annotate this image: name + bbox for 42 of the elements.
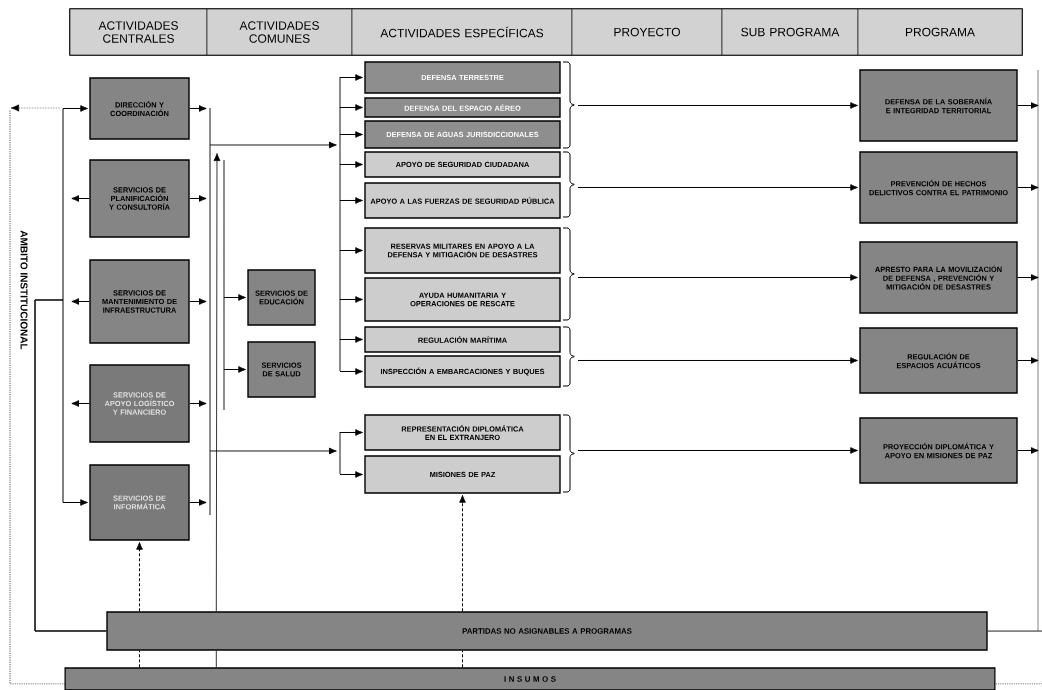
arrow bbox=[189, 298, 207, 305]
arrow bbox=[339, 471, 363, 478]
arrow bbox=[339, 161, 363, 168]
arrow bbox=[223, 366, 246, 373]
header-cell: ACTIVIDADES COMUNES bbox=[206, 8, 353, 56]
arrow bbox=[34, 299, 107, 632]
arrow bbox=[339, 131, 363, 138]
arrow bbox=[213, 153, 221, 612]
arrow bbox=[577, 357, 858, 364]
arrow bbox=[577, 184, 858, 191]
arrow bbox=[577, 274, 858, 281]
arrow bbox=[189, 195, 207, 202]
arrow bbox=[71, 298, 90, 305]
arrow bbox=[71, 400, 90, 407]
arrow bbox=[339, 296, 363, 303]
arrow bbox=[223, 294, 246, 301]
arrow bbox=[577, 447, 858, 454]
arrow bbox=[1017, 184, 1039, 191]
header-cell: SUB PROGRAMA bbox=[721, 8, 859, 56]
header-cell: PROGRAMA bbox=[857, 8, 1023, 56]
arrow bbox=[577, 102, 858, 109]
dashed-arrow bbox=[459, 495, 466, 612]
arrow bbox=[1017, 357, 1039, 364]
arrow bbox=[1017, 447, 1039, 454]
arrow bbox=[189, 400, 207, 407]
arrow bbox=[1017, 102, 1039, 109]
arrow bbox=[339, 104, 363, 111]
arrow bbox=[189, 105, 207, 112]
arrow bbox=[339, 336, 363, 343]
arrow bbox=[189, 499, 207, 506]
header-cell: PROYECTO bbox=[571, 8, 723, 56]
header-cell: ACTIVIDADES ESPECÍFICAS bbox=[351, 8, 573, 56]
arrow bbox=[339, 74, 363, 81]
dashed-arrow bbox=[136, 542, 143, 612]
arrow bbox=[339, 429, 363, 436]
arrow bbox=[339, 247, 363, 254]
arrow bbox=[339, 197, 363, 204]
arrow bbox=[1017, 274, 1039, 281]
arrow bbox=[339, 368, 363, 375]
header-cell: ACTIVIDADES CENTRALES bbox=[69, 8, 208, 56]
arrow bbox=[71, 195, 90, 202]
vertical-label: AMBITO INSTITUCIONAL bbox=[20, 230, 28, 350]
